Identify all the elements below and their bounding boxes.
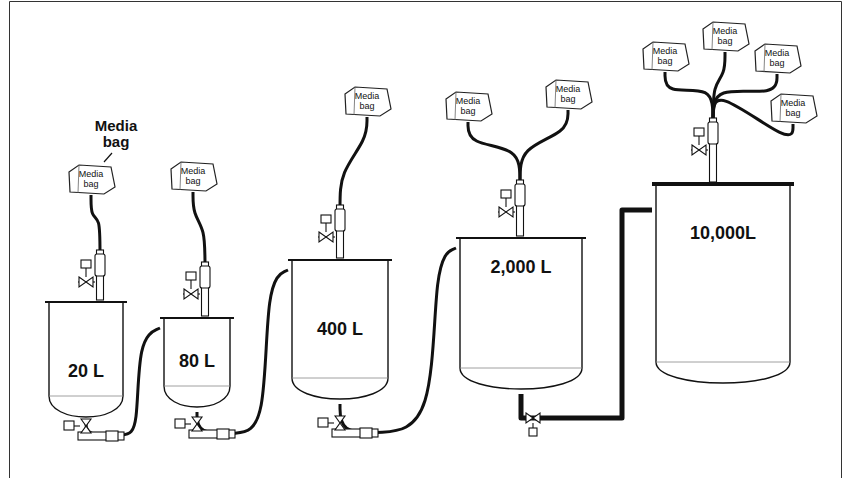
hose-coupling bbox=[360, 428, 372, 438]
inlet-fitting bbox=[95, 254, 105, 276]
gauge-box bbox=[64, 421, 74, 430]
feed-hose bbox=[713, 74, 777, 182]
gauge-box bbox=[694, 128, 704, 136]
volume-label: 10,000L bbox=[652, 223, 794, 244]
gauge-box bbox=[81, 260, 91, 268]
outlet-valve bbox=[335, 416, 345, 430]
vessel-tank: 2,000 L bbox=[456, 236, 586, 394]
hose-coupling bbox=[106, 431, 118, 441]
media-bag: Media bag bbox=[443, 90, 493, 122]
gauge-box bbox=[175, 419, 185, 428]
media-bag: Media bag bbox=[66, 163, 116, 195]
dish-seam bbox=[460, 368, 582, 369]
feed-hose bbox=[520, 110, 568, 236]
bag-body bbox=[171, 162, 217, 191]
gauge-box bbox=[529, 428, 537, 436]
gauge-stem bbox=[328, 422, 334, 423]
bag-body bbox=[69, 165, 115, 194]
inlet-fitting bbox=[335, 209, 345, 231]
bag-body bbox=[446, 92, 492, 121]
gauge-box bbox=[318, 418, 328, 427]
bag-label: Media bag bbox=[451, 96, 485, 116]
dish-seam bbox=[656, 362, 790, 363]
gauge-stem bbox=[698, 136, 699, 145]
bag-label: Media bag bbox=[74, 169, 108, 189]
inlet-fitting bbox=[200, 266, 210, 288]
media-bag: Media bag bbox=[752, 42, 802, 74]
dish-seam bbox=[49, 396, 123, 397]
vessel-tank: 10,000L bbox=[652, 182, 794, 388]
media-bag: Media bag bbox=[342, 85, 392, 117]
vessel-tank: 20 L bbox=[45, 300, 127, 422]
bag-label: Media bag bbox=[776, 98, 810, 118]
tank-outline bbox=[652, 182, 794, 388]
gauge-box bbox=[321, 215, 331, 223]
volume-label: 2,000 L bbox=[456, 257, 586, 278]
bag-body bbox=[755, 44, 801, 73]
gauge-stem bbox=[505, 198, 506, 207]
inlet-fitting bbox=[708, 122, 718, 144]
leader-line bbox=[104, 153, 112, 162]
frame-line bbox=[10, 2, 842, 478]
inlet-valve bbox=[319, 232, 333, 242]
volume-label: 80 L bbox=[160, 351, 234, 372]
feed-hose bbox=[665, 72, 713, 182]
inlet-valve bbox=[499, 207, 513, 217]
inlet-valve bbox=[692, 145, 706, 155]
tank-rim bbox=[45, 301, 127, 303]
gauge-stem bbox=[74, 425, 80, 426]
bag-label: Media bag bbox=[708, 26, 742, 46]
vessel-tank: 80 L bbox=[160, 316, 234, 412]
inlet-valve bbox=[184, 289, 198, 299]
bag-label: Media bag bbox=[176, 166, 210, 186]
tank-rim bbox=[288, 259, 392, 261]
tank-rim bbox=[652, 182, 794, 186]
media-bag: Media bag bbox=[640, 40, 690, 72]
bag-body bbox=[345, 87, 391, 116]
tank-rim bbox=[160, 317, 234, 319]
callout-label: Media bag bbox=[90, 118, 142, 150]
bag-label: Media bag bbox=[648, 46, 682, 66]
gauge-stem bbox=[190, 280, 191, 289]
feed-hose bbox=[468, 122, 520, 236]
tank-body bbox=[656, 184, 790, 383]
bag-label: Media bag bbox=[551, 84, 585, 104]
volume-label: 20 L bbox=[45, 361, 127, 382]
dish-seam bbox=[164, 386, 230, 387]
gauge-stem bbox=[532, 423, 533, 428]
vessel-tank: 400 L bbox=[288, 258, 392, 404]
tank-rim bbox=[456, 237, 586, 239]
gauge-box bbox=[501, 190, 511, 198]
outlet-valve bbox=[192, 417, 202, 431]
hose-coupling bbox=[217, 429, 229, 439]
bag-label: Media bag bbox=[350, 91, 384, 111]
bag-body bbox=[703, 22, 749, 51]
dish-seam bbox=[292, 378, 388, 379]
volume-label: 400 L bbox=[288, 319, 392, 340]
bag-body bbox=[771, 94, 817, 123]
gauge-stem bbox=[85, 268, 86, 277]
bag-label: Media bag bbox=[760, 48, 794, 68]
media-bag: Media bag bbox=[768, 92, 818, 124]
outlet-valve bbox=[526, 413, 540, 423]
inlet-fitting bbox=[515, 184, 525, 206]
tank-body bbox=[49, 302, 123, 417]
gauge-box bbox=[186, 272, 196, 280]
bag-body bbox=[643, 42, 689, 71]
media-bag: Media bag bbox=[543, 78, 593, 110]
inlet-valve bbox=[79, 277, 93, 287]
media-bag: Media bag bbox=[168, 160, 218, 192]
gauge-stem bbox=[325, 223, 326, 232]
bag-body bbox=[546, 80, 592, 109]
gauge-stem bbox=[185, 423, 191, 424]
outlet-valve bbox=[81, 419, 91, 433]
media-bag: Media bag bbox=[700, 20, 750, 52]
